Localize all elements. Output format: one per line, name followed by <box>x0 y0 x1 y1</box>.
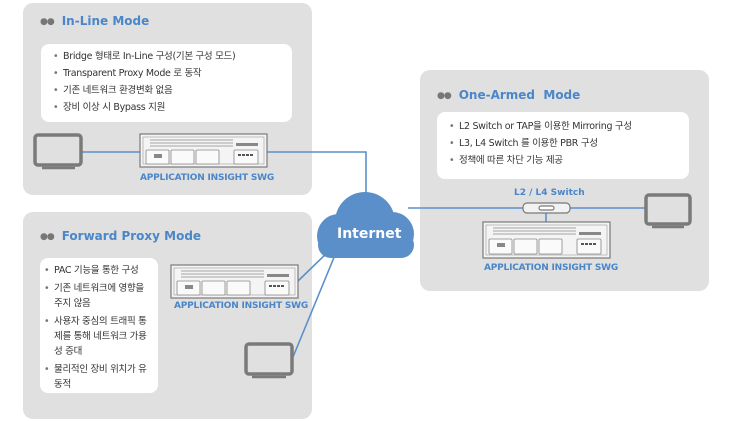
title-dots-icon: ●● <box>40 17 55 27</box>
list-item: L3, L4 Switch 를 이용한 PBR 구성 <box>449 135 689 152</box>
list-item: Transparent Proxy Mode 로 동작 <box>53 65 292 82</box>
list-item: L2 Switch or TAP을 이용한 Mirroring 구성 <box>449 118 689 135</box>
internet-cloud-icon <box>317 192 414 258</box>
list-item: 기존 네트워크에 영향을 주지 않음 <box>44 281 152 311</box>
one-armed-title: ●●One-Armed Mode <box>437 88 581 102</box>
list-item: 정책에 따른 차단 기능 제공 <box>449 152 689 169</box>
forward-proxy-features: PAC 기능을 통한 구성 기존 네트워크에 영향을 주지 않음 사용자 중심의… <box>40 258 158 393</box>
list-item: PAC 기능을 통한 구성 <box>44 263 152 278</box>
list-item: Bridge 형태로 In-Line 구성(기본 구성 모드) <box>53 48 292 65</box>
list-item: 사용자 중심의 트래픽 통제를 통해 네트워크 가용성 증대 <box>44 314 152 359</box>
one-armed-features: L2 Switch or TAP을 이용한 Mirroring 구성 L3, L… <box>437 112 689 179</box>
one-armed-panel <box>420 70 709 291</box>
title-dots-icon: ●● <box>437 91 452 101</box>
forward-device-caption: APPLICATION INSIGHT SWG <box>174 301 309 311</box>
list-item: 기존 네트워크 환경변화 없음 <box>53 82 292 99</box>
inline-device-caption: APPLICATION INSIGHT SWG <box>140 173 275 183</box>
forward-proxy-title: ●●Forward Proxy Mode <box>40 229 202 243</box>
list-item: 물리적인 장비 위치가 유동적 <box>44 362 152 392</box>
inline-mode-features: Bridge 형태로 In-Line 구성(기본 구성 모드) Transpar… <box>41 44 292 122</box>
title-dots-icon: ●● <box>40 232 55 242</box>
inline-mode-title: ●●In-Line Mode <box>40 14 150 28</box>
list-item: 장비 이상 시 Bypass 지원 <box>53 99 292 116</box>
internet-label: Internet <box>337 226 402 242</box>
one-armed-device-caption: APPLICATION INSIGHT SWG <box>484 263 619 273</box>
switch-label: L2 / L4 Switch <box>514 188 585 198</box>
